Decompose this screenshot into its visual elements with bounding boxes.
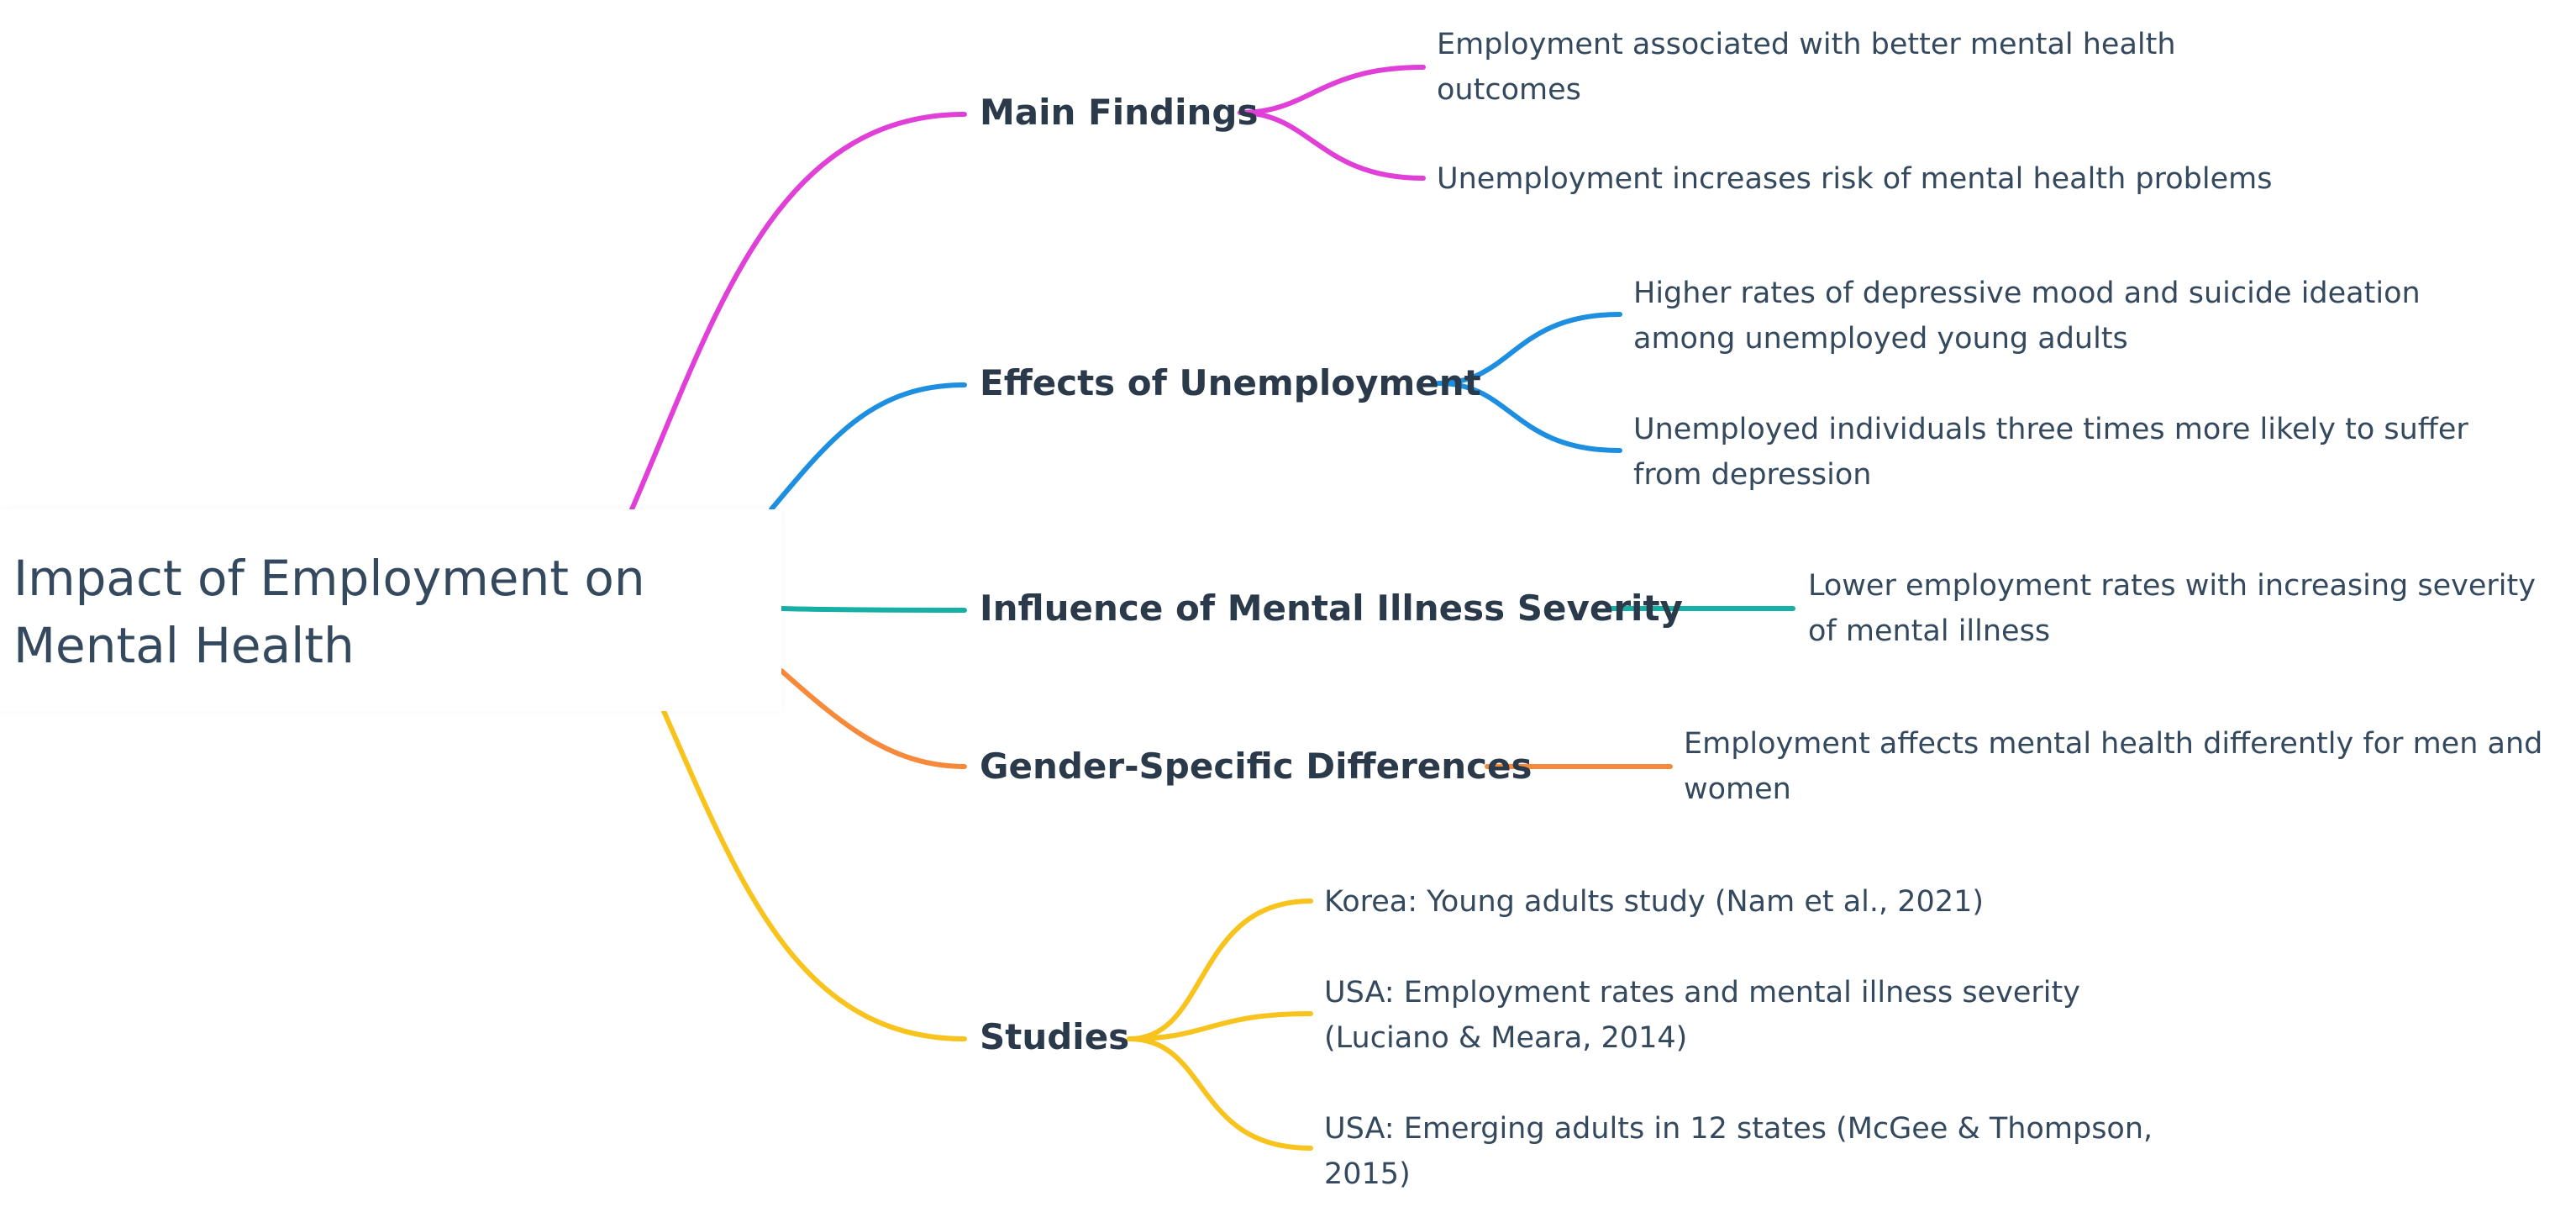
leaf-main-findings-1[interactable]: Employment associated with better mental… xyxy=(1437,28,2176,107)
branch-main-findings[interactable]: Main Findings xyxy=(980,92,1259,133)
connector-effects-leaf-1 xyxy=(1436,312,1622,386)
leaf-studies-3[interactable]: USA: Emerging adults in 12 states (McGee… xyxy=(1324,1112,2153,1191)
branch-gender-specific-differences[interactable]: Gender-Specific Differences xyxy=(980,746,1532,787)
connector-main-findings-leaf-2 xyxy=(1238,110,1426,181)
leaf-studies-1[interactable]: Korea: Young adults study (Nam et al., 2… xyxy=(1324,885,1985,919)
leaf-effects-1[interactable]: Higher rates of depressive mood and suic… xyxy=(1633,277,2421,356)
connector-root-gender-differences xyxy=(779,668,967,769)
connector-main-findings-leaf-1 xyxy=(1238,65,1426,115)
connector-studies-leaf-1 xyxy=(1127,899,1313,1041)
branch-studies[interactable]: Studies xyxy=(980,1016,1130,1057)
connector-studies-leaf-3 xyxy=(1127,1036,1313,1151)
leaf-effects-2[interactable]: Unemployed individuals three times more … xyxy=(1633,413,2468,492)
branch-influence-of-severity[interactable]: Influence of Mental Illness Severity xyxy=(980,588,1683,629)
leaf-studies-2[interactable]: USA: Employment rates and mental illness… xyxy=(1324,976,2080,1055)
leaf-influence-1[interactable]: Lower employment rates with increasing s… xyxy=(1808,569,2536,648)
leaf-main-findings-2[interactable]: Unemployment increases risk of mental he… xyxy=(1437,162,2273,196)
root-title: Impact of Employment on Mental Health xyxy=(13,550,645,674)
connector-effects-leaf-2 xyxy=(1436,381,1622,453)
leaf-gender-1[interactable]: Employment affects mental health differe… xyxy=(1684,727,2543,806)
branch-effects-of-unemployment[interactable]: Effects of Unemployment xyxy=(980,362,1481,403)
connector-root-effects-unemployment xyxy=(769,382,967,512)
connector-root-studies xyxy=(661,709,967,1041)
root-node[interactable] xyxy=(0,509,781,711)
connector-studies-leaf-2 xyxy=(1127,1011,1313,1041)
connector-root-main-findings xyxy=(629,112,967,512)
connector-root-influence-severity xyxy=(779,606,967,613)
